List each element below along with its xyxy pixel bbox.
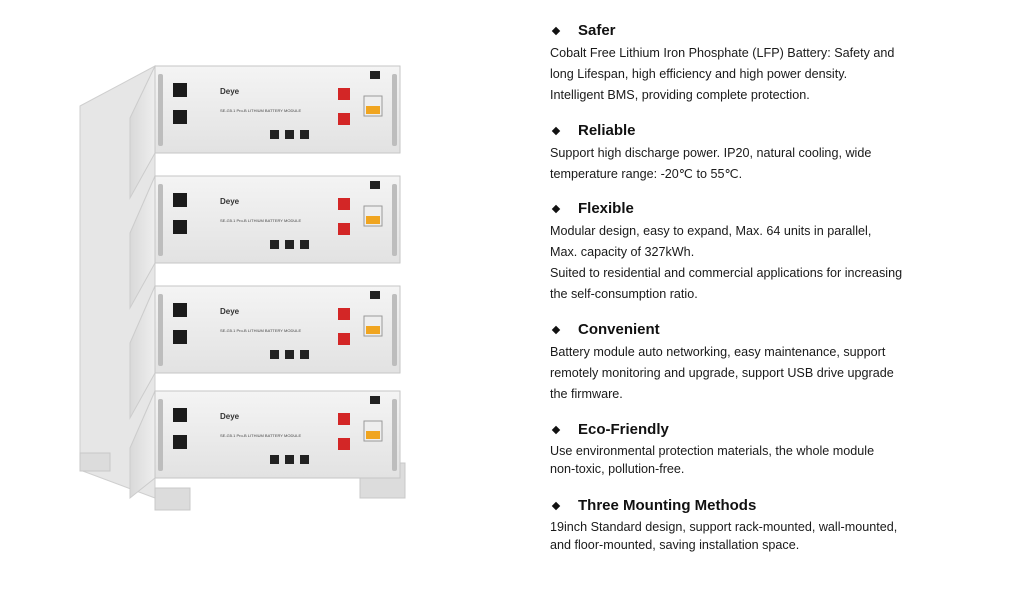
feature-list: Safer Cobalt Free Lithium Iron Phosphate…: [550, 20, 990, 554]
feature-line: temperature range: -20℃ to 55℃.: [550, 167, 743, 181]
feature-line: remotely monitoring and upgrade, support…: [550, 366, 894, 380]
diamond-bullet-icon: [551, 425, 561, 435]
module-brand: Deye: [220, 87, 240, 96]
diamond-bullet-icon: [551, 126, 561, 136]
feature-line: long Lifespan, high efficiency and high …: [550, 67, 848, 81]
battery-rack-image: Deye SE-G5.1 Pro-B LITHIUM BATTERY MODUL…: [79, 65, 406, 511]
svg-text:SE-G5.1 Pro-B LITHIUM BATTERY: SE-G5.1 Pro-B LITHIUM BATTERY MODULE: [220, 433, 301, 438]
svg-text:Deye: Deye: [220, 307, 240, 316]
feature-safer: Safer Cobalt Free Lithium Iron Phosphate…: [550, 20, 990, 106]
feature-reliable: Reliable Support high discharge power. I…: [550, 120, 990, 185]
svg-text:SE-G5.1 Pro-B LITHIUM BATTERY: SE-G5.1 Pro-B LITHIUM BATTERY MODULE: [220, 218, 301, 223]
feature-line: and floor-mounted, saving installation s…: [550, 538, 800, 552]
feature-title: Convenient: [578, 321, 660, 338]
feature-line: the self-consumption ratio.: [550, 287, 698, 301]
svg-text:Deye: Deye: [220, 412, 240, 421]
feature-line: Intelligent BMS, providing complete prot…: [550, 88, 810, 102]
feature-convenient: Convenient Battery module auto networkin…: [550, 319, 990, 405]
feature-line: Battery module auto networking, easy mai…: [550, 345, 886, 359]
feature-line: the firmware.: [550, 387, 623, 401]
feature-title: Safer: [578, 22, 616, 39]
diamond-bullet-icon: [551, 501, 561, 511]
diamond-bullet-icon: [551, 26, 561, 36]
diamond-bullet-icon: [551, 325, 561, 335]
feature-line: Use environmental protection materials, …: [550, 444, 875, 458]
battery-module-3: Deye SE-G5.1 Pro-B LITHIUM BATTERY MODUL…: [129, 285, 401, 420]
svg-text:SE-G5.1 Pro-B LITHIUM BATTERY: SE-G5.1 Pro-B LITHIUM BATTERY MODULE: [220, 108, 301, 113]
feature-title: Eco-Friendly: [578, 421, 669, 438]
feature-line: Modular design, easy to expand, Max. 64 …: [550, 224, 872, 238]
feature-line: non-toxic, pollution-free.: [550, 462, 685, 476]
diamond-bullet-icon: [551, 204, 561, 214]
feature-line: Cobalt Free Lithium Iron Phosphate (LFP)…: [550, 46, 895, 60]
feature-mounting-methods: Three Mounting Methods 19inch Standard d…: [550, 495, 990, 554]
svg-text:Deye: Deye: [220, 197, 240, 206]
feature-line: 19inch Standard design, support rack-mou…: [550, 520, 898, 534]
battery-module-4: Deye SE-G5.1 Pro-B LITHIUM BATTERY MODUL…: [129, 390, 401, 500]
battery-module-1: Deye SE-G5.1 Pro-B LITHIUM BATTERY MODUL…: [129, 65, 401, 200]
feature-title: Three Mounting Methods: [578, 497, 757, 514]
feature-eco-friendly: Eco-Friendly Use environmental protectio…: [550, 419, 990, 478]
battery-module-2: Deye SE-G5.1 Pro-B LITHIUM BATTERY MODUL…: [129, 175, 401, 310]
feature-line: Max. capacity of 327kWh.: [550, 245, 695, 259]
feature-title: Reliable: [578, 122, 636, 139]
feature-flexible: Flexible Modular design, easy to expand,…: [550, 198, 990, 305]
feature-title: Flexible: [578, 200, 634, 217]
feature-line: Support high discharge power. IP20, natu…: [550, 146, 872, 160]
feature-line: Suited to residential and commercial app…: [550, 266, 903, 280]
svg-text:SE-G5.1 Pro-B LITHIUM BATTERY: SE-G5.1 Pro-B LITHIUM BATTERY MODULE: [220, 328, 301, 333]
